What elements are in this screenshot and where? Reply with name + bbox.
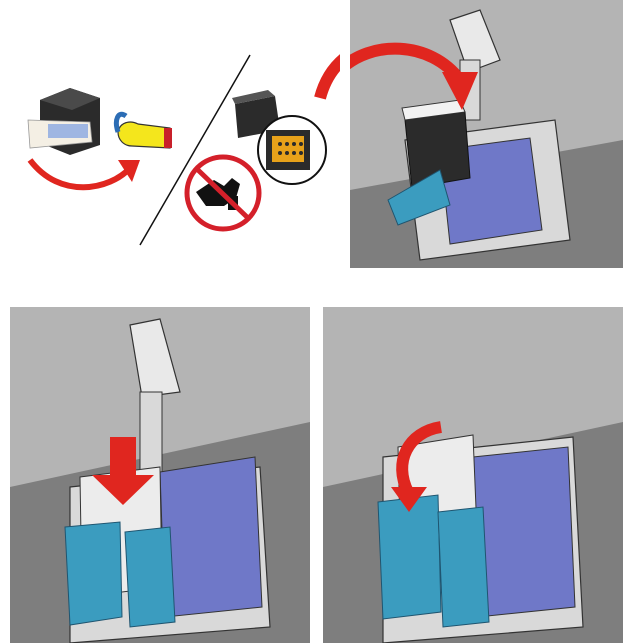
curved-arrow-icon	[27, 158, 133, 191]
curved-arrow-icon	[396, 421, 443, 495]
cartridge-icon	[401, 99, 471, 189]
latch-icon	[64, 521, 123, 626]
latch-icon	[387, 169, 451, 226]
curved-arrow-icon	[350, 42, 465, 84]
tape-strip-icon	[113, 111, 172, 149]
down-arrow-icon	[92, 437, 154, 505]
panel-push-cartridge-in	[10, 307, 310, 643]
no-touch-icon	[184, 154, 262, 232]
latch-icon	[124, 526, 176, 628]
curved-arrow-icon	[442, 72, 478, 110]
divider-line	[139, 54, 251, 246]
latch-icon	[377, 494, 442, 620]
curved-arrow-icon	[391, 487, 427, 512]
panel-insert-black-cartridge	[350, 0, 623, 268]
magnifier-icon	[257, 115, 327, 185]
cartridge-icon	[27, 88, 100, 155]
instructions-illustration-top	[0, 0, 340, 260]
contacts-icon	[272, 136, 304, 162]
panel-close-cartridge-lid	[323, 307, 623, 643]
curved-arrow-icon	[314, 54, 340, 100]
curved-arrow-icon	[118, 160, 140, 182]
latch-icon	[437, 506, 490, 628]
